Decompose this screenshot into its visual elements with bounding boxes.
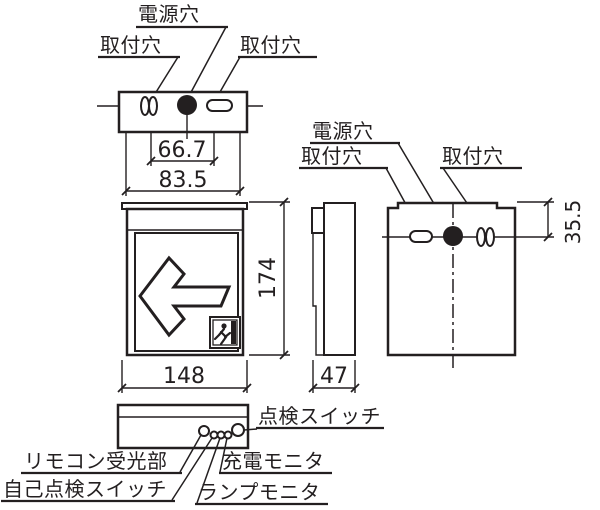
dim-148-tick-left <box>117 383 127 393</box>
rear-power-hole-label: 電源穴 <box>312 119 374 143</box>
top-power-hole <box>177 95 197 115</box>
top-view: 電源穴 取付穴 取付穴 66.7 83.5 <box>97 2 317 196</box>
self-test-switch-hole <box>209 430 219 440</box>
lamp-monitor-leader <box>196 437 221 504</box>
top-mount-hole-left-leader <box>152 56 179 98</box>
top-mount-hole-left-label: 取付穴 <box>100 33 162 57</box>
charge-monitor-label: 充電モニタ <box>222 449 325 473</box>
rear-mount-hole-b <box>485 227 495 247</box>
top-power-hole-label: 電源穴 <box>138 2 200 26</box>
side-panel-edge <box>312 233 324 356</box>
side-view: 47 <box>308 202 360 393</box>
top-mount-slot <box>206 99 233 112</box>
dim-83-tick-left <box>121 186 131 196</box>
rear-view: 電源穴 取付穴 取付穴 35.5 <box>299 119 585 372</box>
dim-66-text: 66.7 <box>158 138 207 163</box>
inspection-switch-leader <box>243 428 258 431</box>
remote-receiver-label: リモコン受光部 <box>24 449 168 473</box>
dim-83-text: 83.5 <box>159 168 208 193</box>
dim-66-tick-right <box>209 156 219 166</box>
dim-47-tick-right <box>350 383 360 393</box>
top-mount-hole-left-b <box>148 96 158 116</box>
dim-148-tick-right <box>242 383 252 393</box>
dim-83-tick-right <box>235 186 245 196</box>
running-man-body <box>213 327 232 346</box>
dim-47-tick-left <box>308 383 318 393</box>
lamp-monitor-hole <box>216 430 226 440</box>
remote-receiver-leader <box>179 434 202 473</box>
dim-66-tick-left <box>146 156 156 166</box>
rear-mount-slot <box>409 230 433 243</box>
charge-monitor-leader <box>219 437 228 473</box>
inspection-switch-label: 点検スイッチ <box>258 404 381 428</box>
running-man-icon <box>209 316 241 349</box>
top-power-hole-leader <box>188 26 227 97</box>
dim-174-text: 174 <box>256 257 281 299</box>
running-man-door-bar <box>231 321 236 344</box>
dim-174-tick-top <box>279 197 289 207</box>
top-mount-hole-left-a <box>140 96 150 116</box>
running-man-inner-frame <box>212 319 238 346</box>
top-mount-hole-right-label: 取付穴 <box>240 33 302 57</box>
dim-35-text: 35.5 <box>561 200 585 245</box>
dim-148-text: 148 <box>163 364 205 389</box>
rear-mount-hole-a <box>476 227 486 247</box>
exit-arrow-left <box>138 255 232 338</box>
self-test-switch-label: 自己点検スイッチ <box>3 477 167 501</box>
rear-mount-hole-right-label: 取付穴 <box>442 144 504 168</box>
rear-body-outline <box>386 201 517 357</box>
side-cap-step <box>311 207 325 234</box>
dim-174-tick-bottom <box>279 350 289 360</box>
dim-35-tick-top <box>543 197 553 207</box>
inspection-switch-hole <box>231 423 245 437</box>
lamp-monitor-label: ランプモニタ <box>198 480 320 504</box>
dim-35-tick-bottom <box>543 232 553 242</box>
front-view: 174 148 <box>117 197 290 393</box>
bottom-view: 点検スイッチ リモコン受光部 充電モニタ 自己点検スイッチ ランプモニタ <box>1 403 384 506</box>
bottom-body-outline <box>116 403 250 450</box>
running-man-head <box>221 323 227 329</box>
side-body-outline <box>323 202 356 356</box>
rear-mount-hole-left-label: 取付穴 <box>301 144 363 168</box>
remote-receiver-hole <box>198 425 210 437</box>
rear-power-hole <box>443 226 463 246</box>
charge-monitor-hole <box>223 430 233 440</box>
dim-47-text: 47 <box>320 364 348 389</box>
self-test-switch-leader <box>171 437 213 501</box>
